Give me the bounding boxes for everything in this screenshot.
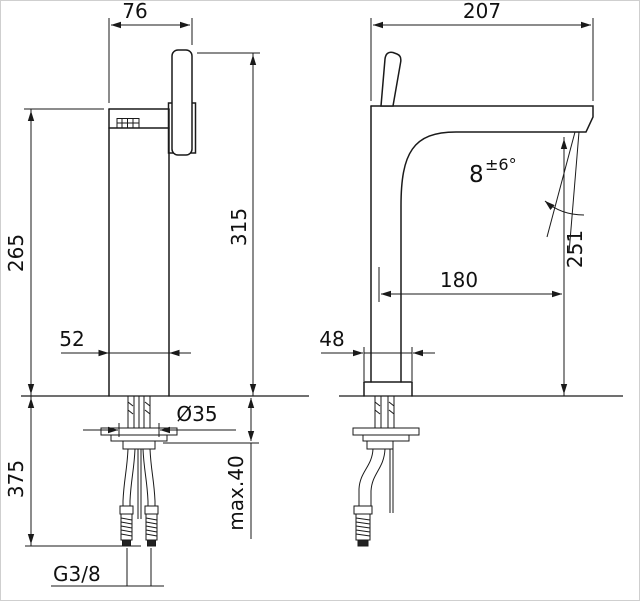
dim-spout-reach-label: 180 xyxy=(440,268,478,292)
spray-line-inner xyxy=(546,131,576,238)
dim-spout-width: 76 xyxy=(108,1,193,103)
dim-spout-reach: 180 xyxy=(378,267,563,302)
dim-spray-angle: 8 ±6° xyxy=(469,155,585,216)
dim-body-width: 52 xyxy=(59,327,191,357)
mounting-shank-front xyxy=(100,396,178,450)
dim-total-height-label: 315 xyxy=(227,208,251,246)
dim-total-depth: 207 xyxy=(370,1,594,101)
side-view-object xyxy=(339,51,623,547)
dim-body-height-label: 265 xyxy=(4,234,28,272)
dim-spout-width-label: 76 xyxy=(122,1,147,23)
dim-max-mounting: max.40 xyxy=(163,397,259,539)
handle-lever xyxy=(171,49,193,156)
dim-base-depth: 48 xyxy=(319,327,435,381)
spray-angle-value: 8 xyxy=(469,162,484,188)
dim-outlet-height: 251 xyxy=(560,137,587,396)
dim-base-depth-label: 48 xyxy=(319,327,344,351)
dim-hose-length-label: 375 xyxy=(4,460,28,498)
dim-total-depth-label: 207 xyxy=(463,1,501,23)
spray-angle-tolerance: ±6° xyxy=(485,155,517,174)
dim-thread-label: G3/8 xyxy=(53,562,101,586)
handle-lever-side xyxy=(380,51,402,107)
mounting-shank-side xyxy=(352,396,420,450)
dim-body-width-label: 52 xyxy=(59,327,84,351)
dim-hole-diameter-label: Ø35 xyxy=(176,402,217,426)
dim-thread: G3/8 xyxy=(51,548,164,587)
spray-line-outer xyxy=(568,131,580,254)
dim-outlet-height-label: 251 xyxy=(563,230,587,268)
dim-max-mounting-label: max.40 xyxy=(224,455,248,530)
supply-hoses xyxy=(119,448,159,547)
dim-body-height: 265 xyxy=(4,108,104,396)
side-view-dimensions: 207 8 ±6° 180 251 48 xyxy=(319,1,594,396)
supply-hose-side xyxy=(353,448,394,547)
front-view-dimensions: 76 315 265 52 xyxy=(4,1,260,587)
dim-total-height: 315 xyxy=(197,52,260,396)
spout-profile xyxy=(370,105,594,383)
front-view-object xyxy=(21,49,309,547)
dim-hose-length: 375 xyxy=(4,396,141,547)
aerator xyxy=(116,118,140,129)
dim-hole-diameter: Ø35 xyxy=(83,402,236,437)
